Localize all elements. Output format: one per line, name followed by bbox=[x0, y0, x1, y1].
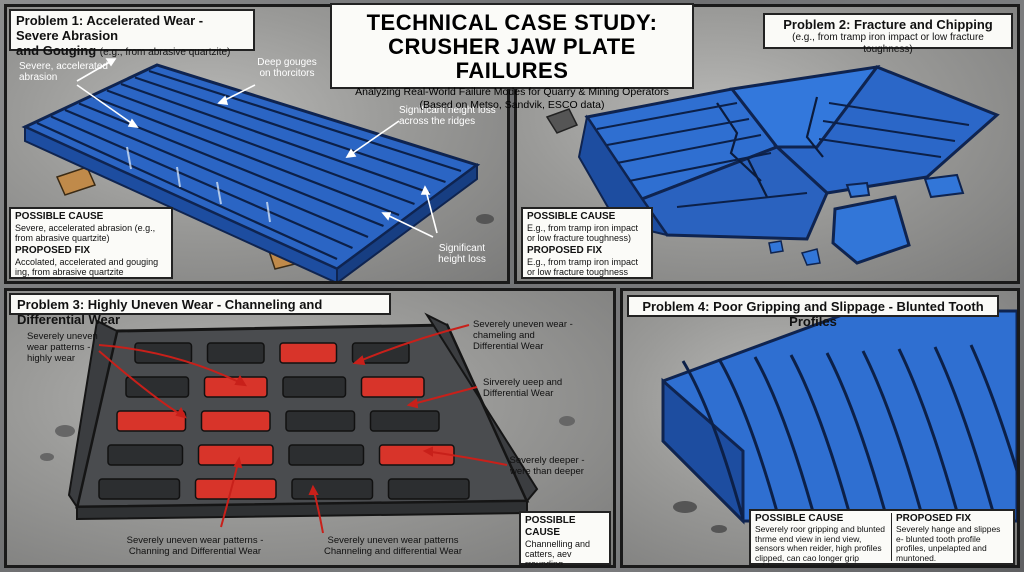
problem-2-infobox: POSSIBLE CAUSE E.g., from tramp iron imp… bbox=[521, 207, 653, 279]
worn-jaw-plate-illustration bbox=[21, 58, 494, 281]
label-ueep: Sirverely ueep and Differential Wear bbox=[483, 377, 563, 399]
problem-3-header: Problem 3: Highly Uneven Wear - Channeli… bbox=[9, 293, 391, 327]
wear-pocket bbox=[279, 342, 338, 364]
blunted-tooth bbox=[717, 358, 781, 520]
wear-pocket bbox=[285, 410, 356, 432]
plate-ridge bbox=[50, 115, 353, 250]
problem-1-fix-heading: PROPOSED FIX bbox=[15, 245, 91, 256]
problem-4-title: Problem 4: Poor Gripping and Slippage - … bbox=[642, 299, 984, 329]
label-bottom-mid: Severely uneven wear patterns Channeling… bbox=[323, 535, 463, 557]
blunted-teeth bbox=[681, 344, 1017, 520]
wear-pocket bbox=[369, 410, 440, 432]
wear-pocket bbox=[197, 444, 274, 466]
problem-1-cause-text: Severe, accelerated abrasion (e.g., from… bbox=[15, 223, 156, 243]
problem-1-fix-text: Accolated, accelerated and gouging ing, … bbox=[15, 257, 159, 277]
wear-pocket bbox=[288, 444, 365, 466]
blunted-tooth bbox=[753, 356, 817, 520]
uneven-wear-plate-illustration bbox=[40, 312, 575, 534]
problem-2-fix-text: E.g., from tramp iron impact or low frac… bbox=[527, 257, 639, 277]
problem-2-title-note: (e.g., from tramp iron impact or low fra… bbox=[792, 32, 984, 55]
label-height-loss-ridges: Significant height loss across the ridge… bbox=[399, 105, 496, 127]
label-channeling-top: Severely uneven wear - chameling and Dif… bbox=[473, 319, 573, 352]
wear-pocket bbox=[206, 342, 265, 364]
wear-pocket bbox=[360, 376, 425, 398]
problem-3-cause-text: Channelling and catters, aev rrounding n… bbox=[525, 539, 591, 568]
problem-1-infobox: POSSIBLE CAUSE Severe, accelerated abras… bbox=[9, 207, 173, 279]
problem-1-cause-heading: POSSIBLE CAUSE bbox=[15, 211, 104, 222]
plate-ridge bbox=[92, 95, 400, 217]
label-height-loss: Significant height loss bbox=[438, 243, 486, 265]
wear-pocket bbox=[387, 478, 470, 500]
problem-2-fix-heading: PROPOSED FIX bbox=[527, 245, 603, 256]
main-title-line-2: CRUSHER JAW PLATE FAILURES bbox=[388, 34, 636, 83]
blunted-tooth bbox=[969, 344, 1017, 477]
blunted-tooth bbox=[789, 354, 853, 520]
wear-pocket bbox=[107, 444, 184, 466]
fractured-plate-ridges bbox=[596, 102, 970, 208]
label-abrasion: Severe, accelerated abrasion bbox=[19, 61, 108, 83]
main-subtitle-2: (Based on Metso, Sandvik, ESCO data) bbox=[419, 99, 605, 111]
wear-pocket bbox=[203, 376, 268, 398]
problem-3-infobox: POSSIBLE CAUSE Channelling and catters, … bbox=[519, 511, 611, 565]
label-deeper: Severely deeper -were than deeper bbox=[509, 455, 585, 477]
label-bottom-left: Severely uneven wear patterns - Channing… bbox=[126, 535, 264, 557]
wear-pocket bbox=[200, 410, 271, 432]
problem-4-cause-heading: POSSIBLE CAUSE bbox=[755, 513, 844, 524]
problem-1-title: Problem 1: Accelerated Wear - Severe Abr… bbox=[16, 13, 204, 43]
wear-pocket bbox=[98, 478, 181, 500]
panel-problem-3: Problem 3: Highly Uneven Wear - Channeli… bbox=[4, 288, 616, 568]
plate-ridges bbox=[36, 69, 462, 261]
main-subtitle-1: Analyzing Real-World Failure Modes for Q… bbox=[355, 86, 669, 98]
problem-1-header: Problem 1: Accelerated Wear - Severe Abr… bbox=[9, 9, 255, 58]
problem-4-fix-heading: PROPOSED FIX bbox=[895, 513, 971, 524]
wear-pocket bbox=[282, 376, 347, 398]
problem-4-cause-text: Severely roor gripping and blunted thrme… bbox=[755, 524, 885, 568]
plate-ridge bbox=[64, 108, 369, 239]
panel-problem-4: Problem 4: Poor Gripping and Slippage - … bbox=[620, 288, 1020, 568]
main-title-box: TECHNICAL CASE STUDY: CRUSHER JAW PLATE … bbox=[330, 3, 694, 111]
label-uneven-left: Severely uneven wear patterns - highly w… bbox=[27, 331, 98, 364]
blunted-tooth bbox=[861, 350, 925, 520]
fractured-jaw-plate-illustration bbox=[545, 64, 1000, 266]
plate-ridge bbox=[36, 121, 338, 261]
plate-ridge bbox=[120, 82, 431, 195]
problem-4-header: Problem 4: Poor Gripping and Slippage - … bbox=[627, 295, 999, 329]
problem-2-cause-heading: POSSIBLE CAUSE bbox=[527, 211, 616, 222]
problem-2-cause-text: E.g., from tramp iron impact or low frac… bbox=[527, 223, 639, 243]
problem-4-fix-text: Severely hange and slippes e- blunted to… bbox=[895, 524, 1001, 563]
wear-pocket bbox=[116, 410, 187, 432]
label-deep-gouges: Deep gouges on thorcitors bbox=[257, 57, 317, 79]
blunted-tooth bbox=[825, 352, 889, 520]
plate-ridge bbox=[106, 89, 415, 206]
blunted-tooth bbox=[897, 348, 961, 520]
problem-1-title-note: (e.g., from abrasive quartzite) bbox=[99, 47, 231, 58]
main-title-line-1: TECHNICAL CASE STUDY: bbox=[366, 10, 658, 35]
problem-1-title-line2: and Gouging bbox=[16, 43, 97, 58]
problem-4-infobox: POSSIBLE CAUSE Severely roor gripping an… bbox=[749, 509, 1015, 565]
wear-pocket bbox=[194, 478, 277, 500]
blunted-tooth bbox=[933, 346, 997, 520]
problem-2-header: Problem 2: Fracture and Chipping (e.g., … bbox=[763, 13, 1013, 55]
wear-pocket bbox=[125, 376, 190, 398]
plate-ridge bbox=[134, 76, 446, 184]
wear-pocket bbox=[291, 478, 374, 500]
broken-chunk-large bbox=[831, 195, 911, 265]
problem-3-title: Problem 3: Highly Uneven Wear - Channeli… bbox=[17, 297, 323, 327]
plate-ridge bbox=[148, 69, 462, 173]
problem-3-cause-heading: POSSIBLE CAUSE bbox=[525, 515, 576, 538]
wear-pocket bbox=[378, 444, 455, 466]
blunted-tooth bbox=[681, 360, 745, 520]
wear-pockets bbox=[98, 342, 470, 500]
problem-2-title: Problem 2: Fracture and Chipping bbox=[783, 17, 993, 32]
